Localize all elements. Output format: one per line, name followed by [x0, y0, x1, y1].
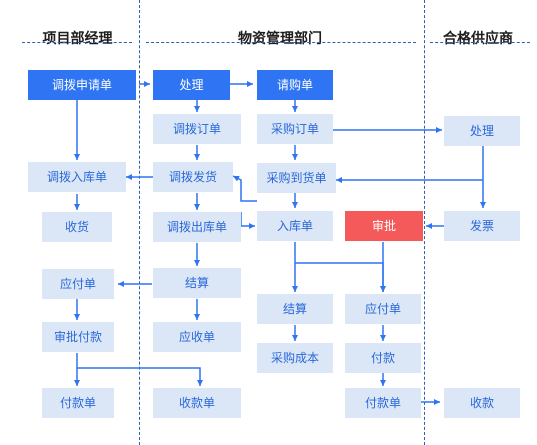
node-purchase-request[interactable]: 请购单 — [257, 70, 333, 100]
node-approve[interactable]: 审批 — [345, 211, 423, 241]
node-receive-goods[interactable]: 收货 — [42, 212, 112, 242]
lane-title-pm: 项目部经理 — [42, 31, 113, 47]
edge-outbound-to-inbound — [240, 212, 255, 229]
node-supplier-collect[interactable]: 收款 — [444, 388, 520, 418]
edge-approve-to-collection — [77, 367, 203, 386]
node-process[interactable]: 处理 — [153, 70, 230, 100]
lane-title-materials: 物资管理部门 — [238, 31, 322, 47]
node-payable-left[interactable]: 应付单 — [42, 269, 114, 299]
node-payment-right[interactable]: 付款单 — [345, 388, 421, 418]
node-receivable[interactable]: 应收单 — [153, 322, 241, 352]
lane-underline-supplier — [430, 42, 530, 43]
node-transfer-order[interactable]: 调拨订单 — [153, 114, 241, 144]
node-transfer-ship[interactable]: 调拨发货 — [153, 162, 233, 192]
lane-title-supplier: 合格供应商 — [443, 31, 513, 47]
node-transfer-outbound[interactable]: 调拨出库单 — [153, 212, 241, 242]
lane-divider-right — [424, 0, 425, 445]
lane-underline-pm — [22, 42, 132, 43]
node-purchase-arrival[interactable]: 采购到货单 — [257, 163, 336, 193]
node-supplier-process[interactable]: 处理 — [444, 116, 520, 146]
lane-underline-materials — [146, 42, 416, 43]
node-settle-left[interactable]: 结算 — [153, 268, 241, 298]
node-inbound[interactable]: 入库单 — [257, 211, 333, 241]
node-transfer-request[interactable]: 调拨申请单 — [28, 70, 136, 100]
lane-divider-left — [139, 0, 140, 445]
node-purchase-order[interactable]: 采购订单 — [257, 114, 333, 144]
node-invoice[interactable]: 发票 — [444, 211, 520, 241]
node-purchase-cost[interactable]: 采购成本 — [257, 343, 333, 373]
node-collection-left[interactable]: 收款单 — [153, 388, 241, 418]
node-pay[interactable]: 付款 — [345, 343, 421, 373]
node-transfer-receipt[interactable]: 调拨入库单 — [28, 162, 126, 192]
node-payment-left[interactable]: 付款单 — [42, 388, 114, 418]
node-settle-right[interactable]: 结算 — [257, 294, 333, 324]
node-payable-right[interactable]: 应付单 — [345, 294, 421, 324]
node-approve-payment[interactable]: 审批付款 — [42, 322, 114, 352]
edge-arrival-to-ship — [232, 175, 257, 202]
edge-inbound-to-payable — [295, 262, 386, 292]
